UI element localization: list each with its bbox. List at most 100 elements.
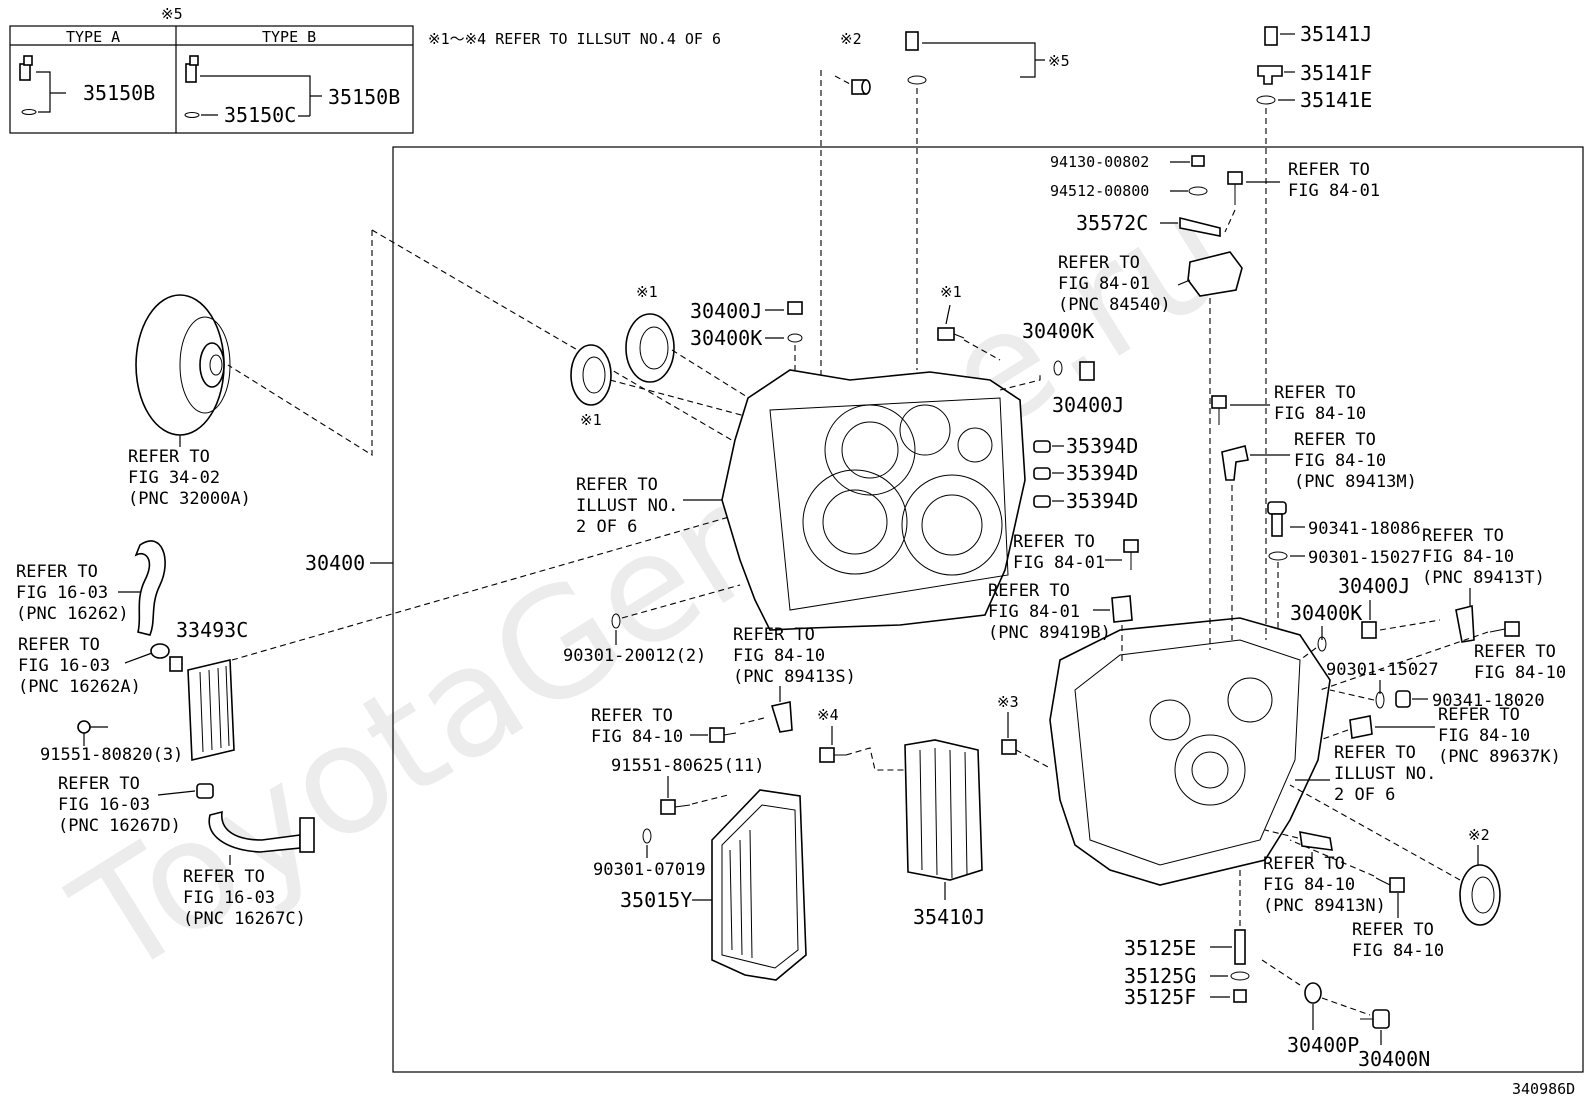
oil-pan-35015y-icon <box>711 789 807 981</box>
plug-30400j-icon <box>787 301 803 315</box>
type-b-star-mark: ※5 <box>161 5 183 23</box>
ref-fig-84-10-pnc-89413n: REFER TO FIG 84-10 (PNC 89413N) <box>1263 854 1386 916</box>
part-30400j-side: 30400J <box>1052 393 1124 417</box>
bolt-mark-1-icon <box>937 327 965 341</box>
mark-1-upper: ※1 <box>636 283 658 301</box>
ref-fig-84-10-bottom: REFER TO FIG 84-10 <box>1352 920 1444 961</box>
part-30400j-top: 30400J <box>690 299 762 323</box>
part-30400n: 30400N <box>1358 1047 1430 1071</box>
transmission-case-rear-icon <box>1049 617 1331 886</box>
part-33493c: 33493C <box>176 618 248 642</box>
ref-fig-16-03-pnc-16262a: REFER TO FIG 16-03 (PNC 16262A) <box>18 635 141 697</box>
bolt-84-10-left-icon <box>709 727 737 743</box>
figure-id: 340986D <box>1512 1080 1575 1098</box>
lever-35572c-icon <box>1179 216 1221 237</box>
sensor-89413t-icon <box>1455 604 1475 643</box>
oring-90301-07019-icon <box>642 828 652 844</box>
sensor-89637k-icon <box>1349 715 1373 739</box>
oring-30400k-icon <box>787 333 803 343</box>
part-35141j: 35141J <box>1300 22 1372 46</box>
bolt-84-10-bottom-icon <box>1375 877 1405 893</box>
part-91551-80625: 91551-80625(11) <box>611 756 765 776</box>
oil-cooler-icon <box>187 658 235 762</box>
nut-35125f-icon <box>1233 989 1247 1003</box>
nut-94130-icon <box>1191 155 1205 167</box>
part-35394d-3: 35394D <box>1066 489 1138 513</box>
mark-1-lower: ※1 <box>580 411 602 429</box>
solenoid-89413s-icon <box>770 701 793 733</box>
type-b-header: TYPE B <box>262 28 316 46</box>
sensor-89413n-icon <box>1299 830 1333 851</box>
oring-30400k-side-icon <box>1053 360 1063 376</box>
cooler-bolt-icon <box>77 720 91 734</box>
type-b-oring-number: 35150C <box>224 103 296 127</box>
mark-1-bolt: ※1 <box>940 283 962 301</box>
ref-fig-16-03-pnc-16267c: REFER TO FIG 16-03 (PNC 16267C) <box>183 867 306 929</box>
part-35141f: 35141F <box>1300 61 1372 85</box>
plug-90341-18086-icon <box>1267 501 1287 537</box>
part-35141e: 35141E <box>1300 88 1372 112</box>
bolt-84-10-right-icon <box>1489 621 1520 637</box>
type-a-part-number: 35150B <box>83 81 155 105</box>
stud-35125e-icon <box>1234 929 1246 965</box>
ref-fig-84-10-pnc-89413m: REFER TO FIG 84-10 (PNC 89413M) <box>1294 430 1417 492</box>
part-30400k-side: 30400K <box>1022 319 1094 343</box>
part-90341-18020: 90341-18020 <box>1432 691 1545 711</box>
ref-fig-16-03-pnc-16262: REFER TO FIG 16-03 (PNC 16262) <box>16 562 129 624</box>
torque-converter-icon <box>135 294 231 436</box>
oring-90301-20012-icon <box>611 613 621 629</box>
ref-fig-84-01-pnc-89419b: REFER TO FIG 84-01 (PNC 89419B) <box>988 581 1111 643</box>
part-30400: 30400 <box>305 551 365 575</box>
part-90301-20012: 90301-20012(2) <box>563 646 706 666</box>
part-90301-15027-lower: 90301-15027 <box>1326 660 1439 680</box>
gasket-30400p-icon <box>1304 982 1322 1004</box>
sensor-89413m-icon <box>1221 445 1249 481</box>
part-35125f: 35125F <box>1124 985 1196 1009</box>
valve-body-35410j-icon <box>904 739 983 881</box>
type-a-header: TYPE A <box>66 28 120 46</box>
refer-note: ※1～※4 REFER TO ILLSUT NO.4 OF 6 <box>428 30 721 48</box>
ref-fig-84-10-upper: REFER TO FIG 84-10 <box>1274 383 1366 424</box>
part-90341-18086: 90341-18086 <box>1308 519 1421 539</box>
ref-fig-16-03-pnc-16267d: REFER TO FIG 16-03 (PNC 16267D) <box>58 774 181 836</box>
ref-fig-34-02: REFER TO FIG 34-02 (PNC 32000A) <box>128 447 251 509</box>
dowel-pin-1-icon <box>1033 440 1051 453</box>
plug-30400j-side-icon <box>1079 361 1095 381</box>
ref-fig-84-10-pnc-89413t: REFER TO FIG 84-10 (PNC 89413T) <box>1422 526 1545 588</box>
bolt-91551-80625-icon <box>660 799 691 815</box>
ref-fig-84-01-mid: REFER TO FIG 84-01 <box>1013 532 1105 573</box>
part-94512-00800: 94512-00800 <box>1050 182 1149 200</box>
bolt-84-01-top-icon <box>1227 171 1243 205</box>
cooler-union-icon <box>150 643 183 672</box>
part-90301-07019: 90301-07019 <box>593 860 706 880</box>
ref-fig-84-01-pnc-84540: REFER TO FIG 84-01 (PNC 84540) <box>1058 253 1171 315</box>
dowel-pin-3-icon <box>1033 495 1051 508</box>
washer-94512-icon <box>1188 186 1208 196</box>
transmission-case-front-icon <box>721 369 1026 631</box>
ref-fig-84-10-bolt-left: REFER TO FIG 84-10 <box>591 706 683 747</box>
oil-seal-left-icon <box>570 344 612 406</box>
oring-90301-15027-lower-icon <box>1375 691 1385 709</box>
part-91551-80820: 91551-80820(3) <box>40 745 183 765</box>
mark-2-top: ※2 <box>840 30 862 48</box>
type-table: ※5 TYPE A TYPE B 35150B 35150C 35150B <box>9 5 414 134</box>
oring-90301-15027-upper-icon <box>1268 551 1288 561</box>
sensor-89419b-icon <box>1111 595 1133 623</box>
mark-5: ※5 <box>1048 52 1070 70</box>
ref-fig-84-10-right: REFER TO FIG 84-10 <box>1474 642 1566 683</box>
type-b-part-number: 35150B <box>328 85 400 109</box>
plug-mark-2-icon <box>851 79 871 95</box>
dowel-pin-2-icon <box>1033 467 1051 480</box>
bolt-84-10-upper-icon <box>1211 395 1227 425</box>
oring-30400k-right-icon <box>1317 636 1327 652</box>
ref-fig-84-10-pnc-89637k: REFER TO FIG 84-10 (PNC 89637K) <box>1438 705 1561 767</box>
part-94130-00802: 94130-00802 <box>1050 153 1149 171</box>
part-35125g: 35125G <box>1124 964 1196 988</box>
part-35394d-1: 35394D <box>1066 434 1138 458</box>
type-a-sensor-icon <box>19 55 37 115</box>
plug-30400n-icon <box>1360 1009 1390 1029</box>
part-35572c: 35572C <box>1076 211 1148 235</box>
part-35015y: 35015Y <box>620 888 692 912</box>
plug-35141j-icon <box>1264 26 1278 46</box>
